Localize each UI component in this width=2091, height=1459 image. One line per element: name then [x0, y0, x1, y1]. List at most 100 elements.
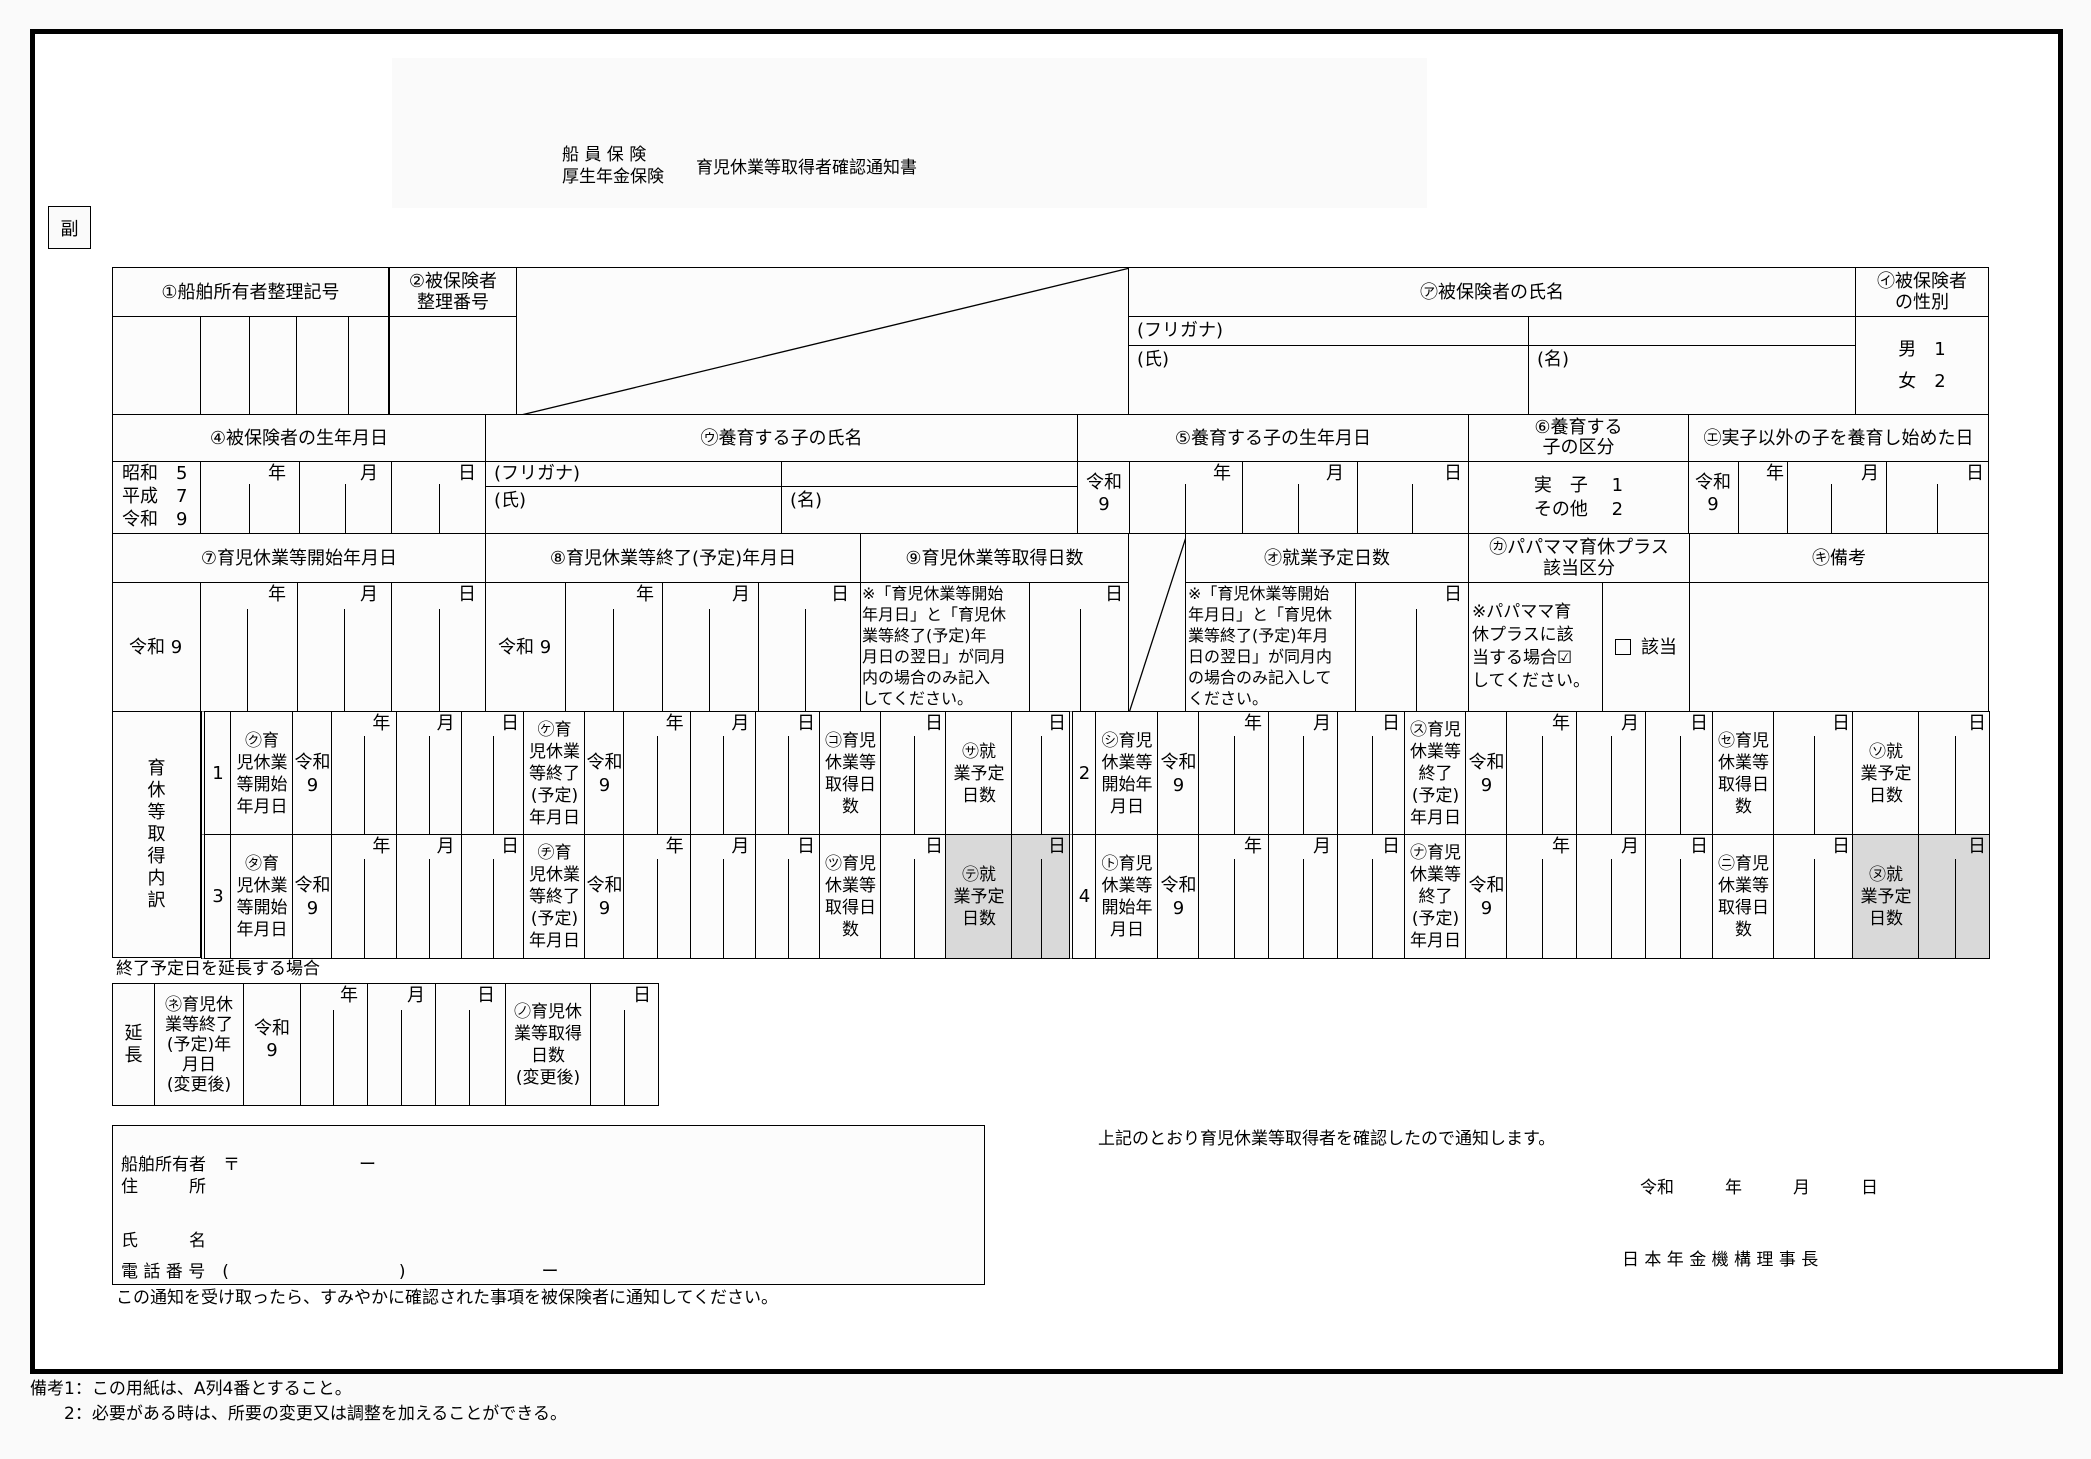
leave-days-field[interactable]: 日	[1029, 582, 1129, 712]
year-unit: 年	[636, 584, 654, 605]
work-days-field[interactable]: 日	[1011, 834, 1070, 959]
start-date-field[interactable]: 年月日	[331, 834, 525, 959]
work-days-label: ㋢就 業予定 日数	[945, 834, 1013, 959]
end-date-field[interactable]: 年月日	[623, 711, 821, 836]
work-days-field[interactable]: 日	[1918, 711, 1990, 836]
year-unit: 年	[1244, 836, 1262, 857]
era-label: 令和 9	[254, 1018, 290, 1061]
owner-code-input[interactable]	[112, 316, 389, 415]
day-unit: 日	[1690, 713, 1708, 734]
extension-caption: 終了予定日を延長する場合	[116, 959, 320, 979]
work-days-field[interactable]: 日	[1918, 834, 1990, 959]
work-days-note-text: ※「育児休業等開始 年月日」と「育児休 業等終了(予定)年月 日の翌日」が同月内…	[1188, 584, 1333, 708]
extension-end-date-field[interactable]: 年 月 日	[300, 983, 506, 1106]
remark-1: 備考1：この用紙は、A列4番とすること。	[30, 1379, 352, 1399]
leave-days-field[interactable]: 日	[1773, 834, 1854, 959]
insured-number-input[interactable]	[389, 316, 517, 415]
extension-era: 令和 9	[243, 983, 301, 1106]
leave-days-field[interactable]: 日	[880, 711, 947, 836]
child-furigana-field[interactable]: (フリガナ)	[485, 461, 782, 487]
checkbox-icon[interactable]	[1615, 639, 1631, 655]
leave-end-field[interactable]: 令和 9 年 月 日	[485, 582, 861, 712]
start-date-field[interactable]: 年月日	[331, 711, 525, 836]
leave-days-field[interactable]: 日	[1773, 711, 1854, 836]
work-days-field[interactable]: 日	[1355, 582, 1469, 712]
child-furigana-given-field[interactable]	[781, 461, 1078, 487]
leave-days-label: ㋥育児 休業等 取得日 数	[1712, 834, 1775, 959]
insured-given-name-field[interactable]: (名)	[1528, 345, 1856, 415]
end-date-label: ㋜育児 休業等 終了 (予定) 年月日	[1404, 711, 1467, 836]
day-unit: 日	[1690, 836, 1708, 857]
month-unit: 月	[732, 584, 750, 605]
document-title: 育児休業等取得者確認通知書	[696, 158, 917, 178]
month-unit: 月	[1861, 463, 1879, 484]
month-unit: 月	[360, 463, 378, 484]
non-biological-start-header: ㋓実子以外の子を養育し始めた日	[1688, 414, 1989, 462]
child-type-options[interactable]: 実 子 1 その他 2	[1468, 461, 1689, 534]
month-unit: 月	[1326, 463, 1344, 484]
day-unit: 日	[501, 713, 519, 734]
child-name-header: ㋒養育する子の氏名	[485, 414, 1078, 462]
non-biological-start-field[interactable]: 令和 9 年 月 日	[1688, 461, 1989, 534]
leave-start-header: ⑦育児休業等開始年月日	[112, 533, 486, 583]
insured-family-name-field[interactable]: (氏)	[1128, 345, 1529, 415]
day-unit: 日	[1966, 463, 1984, 484]
day-unit: 日	[1968, 836, 1986, 857]
child-birthdate-field[interactable]: 令和 9 年 月 日	[1077, 461, 1469, 534]
start-date-label: ㋛育児 休業等 開始年 月日	[1095, 711, 1159, 836]
insured-furigana-given-field[interactable]	[1528, 316, 1856, 346]
start-date-field[interactable]: 年月日	[1198, 711, 1406, 836]
day-unit: 日	[458, 584, 476, 605]
child-given-name-field[interactable]: (名)	[781, 486, 1078, 534]
diagonal-line-icon	[522, 268, 1128, 414]
entry-number: 4	[1069, 834, 1097, 959]
notice-date: 令和 年 月 日	[1640, 1178, 1878, 1198]
extension-days-header: ㋨育児休 業等取得 日数 (変更後)	[505, 983, 591, 1106]
extension-days-field[interactable]: 日	[590, 983, 659, 1106]
end-date-field[interactable]: 年月日	[1506, 711, 1714, 836]
papa-mama-checkbox[interactable]: 該当	[1602, 582, 1690, 712]
day-unit: 日	[1105, 584, 1123, 605]
owner-code-header: ①船舶所有者整理記号	[112, 267, 389, 317]
leave-days-field[interactable]: 日	[880, 834, 947, 959]
end-date-field[interactable]: 年月日	[623, 834, 821, 959]
leave-days-label: ㋝育児 休業等 取得日 数	[1712, 711, 1775, 836]
leave-days-note-text: ※「育児休業等開始 年月日」と「育児休 業等終了(予定)年 月日の翌日」が同月 …	[862, 584, 1007, 708]
remark-2: 2：必要がある時は、所要の変更又は調整を加えることができる。	[30, 1404, 567, 1424]
month-unit: 月	[731, 836, 750, 857]
year-unit: 年	[1552, 836, 1570, 857]
insured-birthdate-field[interactable]: 昭和 5 平成 7 令和 9 年 月 日	[112, 461, 486, 534]
insurance-type-line1: 船 員 保 険	[562, 145, 647, 165]
blank-diagonal-cell	[516, 267, 1129, 415]
end-date-field[interactable]: 年月日	[1506, 834, 1714, 959]
start-date-field[interactable]: 年月日	[1198, 834, 1406, 959]
remarks-field[interactable]	[1689, 582, 1989, 712]
year-unit: 年	[665, 713, 684, 734]
owner-phone: 電 話 番 号 ( ) ー	[121, 1262, 559, 1282]
leave-start-field[interactable]: 令和 9 年 月 日	[112, 582, 486, 712]
insured-birthdate-header: ④被保険者の生年月日	[112, 414, 486, 462]
sender-box: 船舶所有者 〒 ー 住 所 氏 名 電 話 番 号 ( ) ー	[112, 1125, 985, 1285]
work-days-field[interactable]: 日	[1011, 711, 1070, 836]
month-unit: 月	[407, 985, 425, 1006]
insured-furigana-field[interactable]: (フリガナ)	[1128, 316, 1529, 346]
month-unit: 月	[360, 584, 378, 605]
day-unit: 日	[501, 836, 519, 857]
owner-name: 氏 名	[121, 1231, 206, 1251]
insured-number-header: ②被保険者 整理番号	[389, 267, 517, 317]
leave-days-label: ㋙育児 休業等 取得日 数	[819, 711, 882, 836]
day-unit: 日	[633, 985, 651, 1006]
day-unit: 日	[1444, 463, 1462, 484]
year-unit: 年	[372, 713, 391, 734]
era-label: 令和 9	[292, 711, 333, 836]
diagonal-line-icon	[1129, 538, 1185, 711]
era-label: 令和 9	[584, 834, 625, 959]
start-date-label: ㋣育児 休業等 開始年 月日	[1095, 834, 1159, 959]
work-days-label: ㋚就 業予定 日数	[945, 711, 1013, 836]
end-date-label: ㋠育 児休業 等終了 (予定) 年月日	[523, 834, 586, 959]
child-family-name-field[interactable]: (氏)	[485, 486, 782, 534]
gender-options[interactable]: 男 1 女 2	[1855, 316, 1989, 415]
month-unit: 月	[1621, 836, 1639, 857]
day-unit: 日	[1444, 584, 1462, 605]
year-unit: 年	[268, 584, 286, 605]
